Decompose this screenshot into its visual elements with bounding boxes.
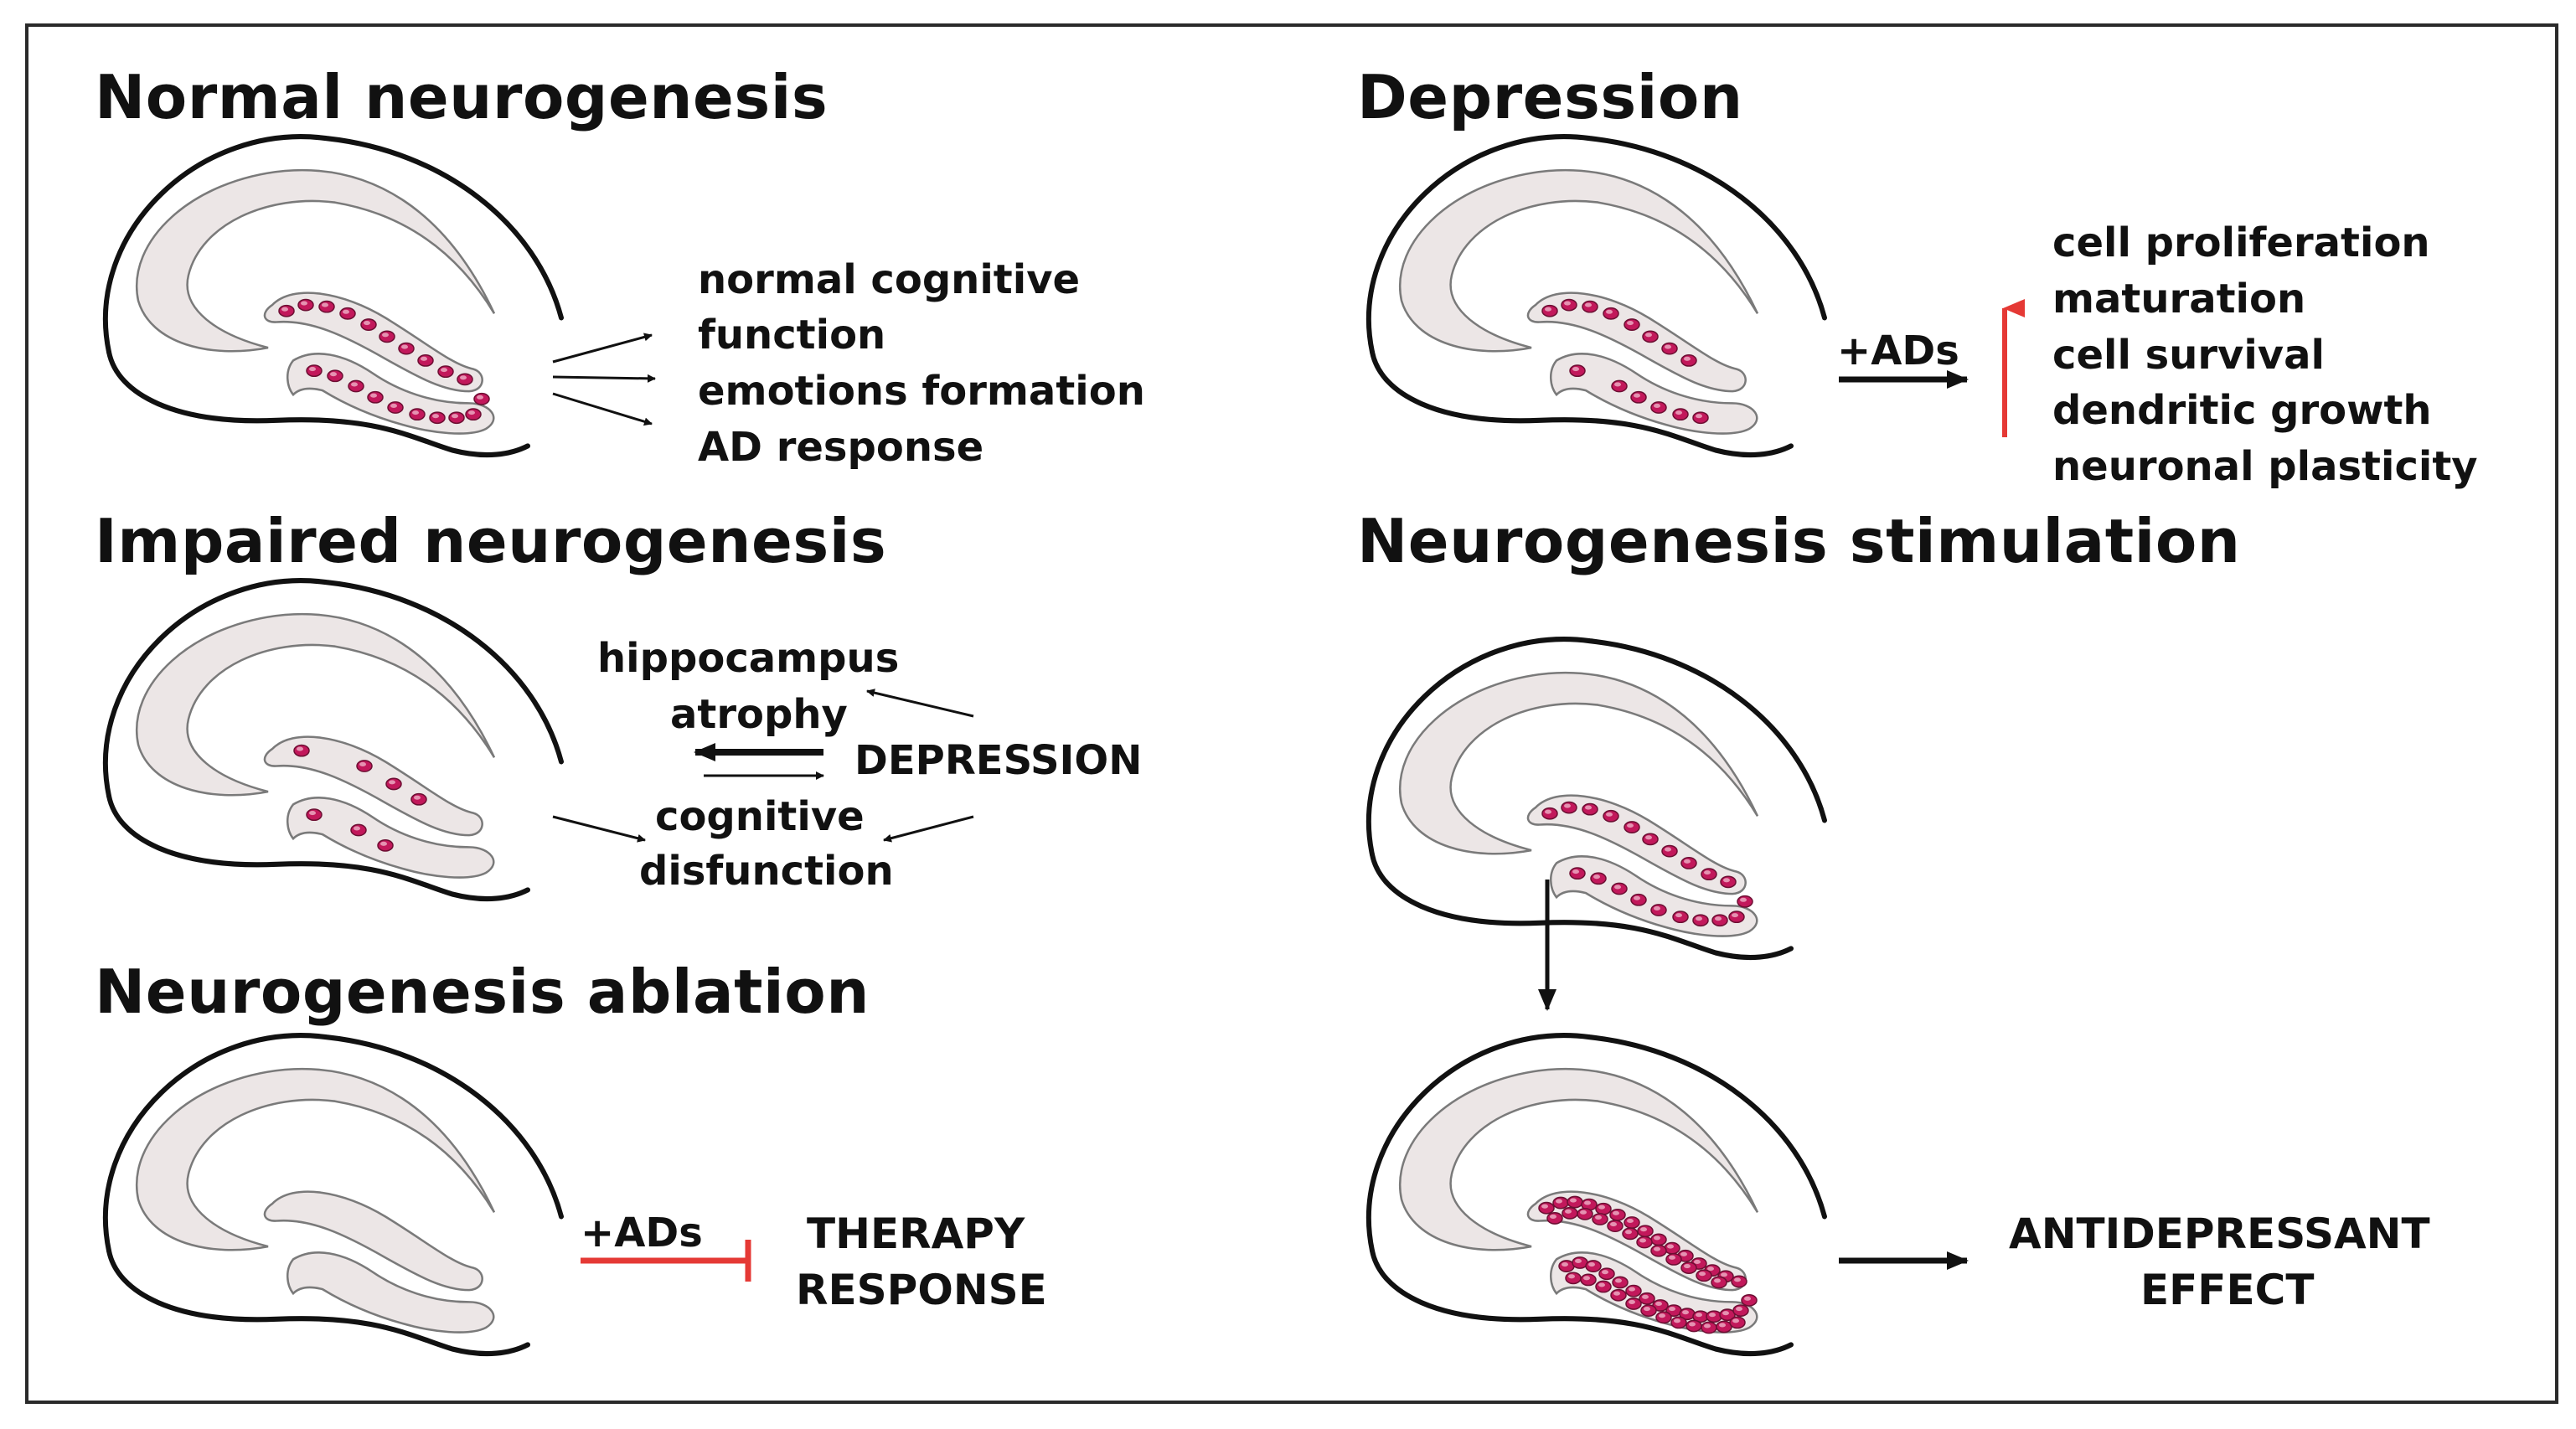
panel-title-impaired: Impaired neurogenesis — [95, 506, 887, 576]
normal-outcome-arrows — [552, 333, 656, 426]
panel-title-depression: Depression — [1357, 62, 1743, 132]
hippocampus-atrophy-line: hippocampus — [597, 635, 900, 682]
arrow-to-cognitive — [552, 333, 653, 364]
hippocampus-impaired — [106, 580, 561, 899]
panel-title-stimulation: Neurogenesis stimulation — [1357, 506, 2241, 576]
outcome-line: normal cognitive — [698, 256, 1081, 303]
effect-line: neuronal plasticity — [2052, 443, 2478, 490]
hippocampus-ablation — [106, 1035, 561, 1354]
impaired-arrows — [552, 689, 974, 843]
outcome-line: emotions formation — [698, 368, 1145, 415]
arrow-to-emotions — [552, 374, 656, 383]
panel-title-normal: Normal neurogenesis — [95, 62, 829, 132]
effect-line: dendritic growth — [2052, 387, 2432, 434]
arrow-depression-to-cognitive — [883, 815, 974, 843]
hippocampus-depression — [1369, 137, 1825, 455]
cognitive-disfunction-line: disfunction — [639, 848, 894, 895]
antidepressant-effect-line: EFFECT — [2140, 1266, 2315, 1314]
hippocampus-stimulation-before — [1369, 639, 1825, 957]
ablation-treatment-label: +ADs — [581, 1210, 703, 1256]
arrow-to-ad-response — [552, 392, 653, 426]
arrow-hippo-to-cognitive — [552, 815, 646, 843]
antidepressant-effect-line: ANTIDEPRESSANT — [2009, 1210, 2430, 1258]
therapy-response-line: RESPONSE — [796, 1266, 1047, 1314]
arrow-to-atrophy — [866, 689, 974, 718]
depression-treatment-label: +ADs — [1837, 328, 1959, 374]
hippocampus-atrophy-line: atrophy — [670, 691, 848, 738]
effect-line: cell proliferation — [2052, 219, 2430, 266]
hippocampus-stimulation-after — [1369, 1035, 1825, 1354]
effect-line: maturation — [2052, 276, 2306, 322]
effect-line: cell survival — [2052, 332, 2325, 379]
outcome-line: function — [698, 312, 886, 359]
outcome-line: AD response — [698, 424, 984, 471]
figure-frame — [25, 23, 2558, 1404]
inhibition-symbol — [581, 1240, 751, 1282]
depression-center-label: DEPRESSION — [854, 737, 1143, 784]
panel-title-ablation: Neurogenesis ablation — [95, 957, 870, 1027]
cognitive-disfunction-line: cognitive — [655, 793, 865, 840]
therapy-response-line: THERAPY — [807, 1210, 1025, 1258]
hippocampus-normal — [106, 137, 561, 455]
